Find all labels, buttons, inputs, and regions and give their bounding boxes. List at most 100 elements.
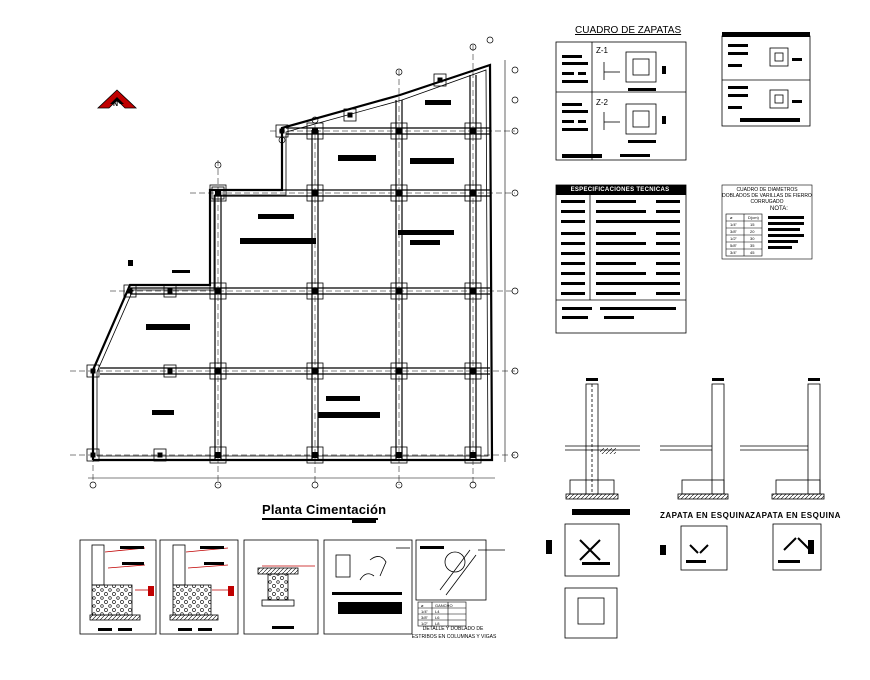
specs-title: ESPECIFICACIONES TECNICAS [570,187,670,193]
column [215,368,221,374]
column [215,190,221,196]
stirrup-caption-1: DETALLE Y DOBLADO DE [422,626,484,632]
column-footing [464,362,482,380]
column [396,128,402,134]
section-details [564,383,825,639]
grid-bubble [311,481,319,489]
svg-text:N: N [113,101,118,108]
corner-footing-label-2: ZAPATA EN ESQUINA [750,511,841,520]
bottom-left-details [79,539,505,635]
column-footing [209,362,227,380]
rebar-row-value: 30 [750,236,755,241]
plan-title: Planta Cimentación [262,502,387,517]
column-footing [390,282,408,300]
column-footing [390,184,408,202]
spec-row-extra [656,252,680,255]
spec-row-value [596,272,646,275]
column-footing [209,282,227,300]
column [215,452,221,458]
grid-bubble [311,116,319,124]
grid-bubble [511,127,519,135]
stirrup-table-cell: L6 [435,615,440,620]
spec-row-extra [656,282,680,285]
spec-row-label [561,242,585,245]
column [312,190,318,196]
column [437,77,443,83]
column [312,288,318,294]
stirrup-caption-2: ESTRIBOS EN COLUMNAS Y VIGAS [411,634,497,640]
spec-row-value [596,282,656,285]
stirrup-table-cell: 1/4" [421,609,428,614]
spec-footer-line [600,307,676,310]
stirrup-table-header: ø [421,603,424,608]
section-detail-bars [546,378,820,565]
grid-bubble [214,161,222,169]
plan-title-underline [262,518,378,520]
column [167,368,173,374]
column-footing [306,362,324,380]
spec-row-extra [656,200,680,203]
column [396,288,402,294]
column-footing [464,282,482,300]
spec-footer-line [604,316,634,319]
rebar-row-value: 45 [750,250,755,255]
grid-bubble [278,136,286,144]
stirrup-table-cell: 3/8" [421,615,428,620]
spec-row-label [561,252,585,255]
column [312,128,318,134]
column [167,288,173,294]
column [312,452,318,458]
column [470,452,476,458]
column-footing [211,186,225,200]
footing-z1-label: Z-1 [596,46,608,55]
column-footing [153,448,167,462]
rebar-row-value: 15 [750,222,755,227]
grid-bubble [511,66,519,74]
grid-bubble [469,43,477,51]
column-footing [343,108,357,122]
column-footing [390,362,408,380]
column [127,288,133,294]
mini-table-bars [722,32,810,122]
spec-row-label [561,220,585,223]
spec-row-extra [656,210,680,213]
column-footing [464,446,482,464]
grid-bubble [89,481,97,489]
rebar-col2: D(cm) [748,215,759,220]
spec-row-value [596,210,646,213]
stirrup-table-grid [417,601,467,627]
column [396,368,402,374]
column [347,112,353,118]
plan-labels [128,100,454,418]
corner-footing-label-1: ZAPATA EN ESQUINA [660,511,751,520]
column-footing [306,446,324,464]
rebar-row-diameter: 1/2" [730,236,737,241]
column [90,452,96,458]
column-footing [433,73,447,87]
column [396,190,402,196]
column-footing [390,446,408,464]
spec-row-extra [656,292,680,295]
column-footing [464,184,482,202]
specs-bars [556,185,686,195]
spec-row-value [596,220,656,223]
column [470,190,476,196]
column-footing [86,364,100,378]
spec-row-value [596,262,636,265]
spec-row-extra [656,220,680,223]
bottom-left-detail-bars [98,546,444,631]
column [470,288,476,294]
grid-bubble [511,96,519,104]
rebar-row-diameter: 1/4" [730,222,737,227]
spec-row-label [561,292,585,295]
rebar-row-diameter: 3/4" [730,250,737,255]
column [312,368,318,374]
grid-bubbles [89,36,519,489]
column-footing [464,122,482,140]
spec-row-label [561,200,585,203]
spec-row-label [561,232,585,235]
column-footing [163,284,177,298]
specs-frame [555,184,687,334]
spec-row-extra [656,272,680,275]
